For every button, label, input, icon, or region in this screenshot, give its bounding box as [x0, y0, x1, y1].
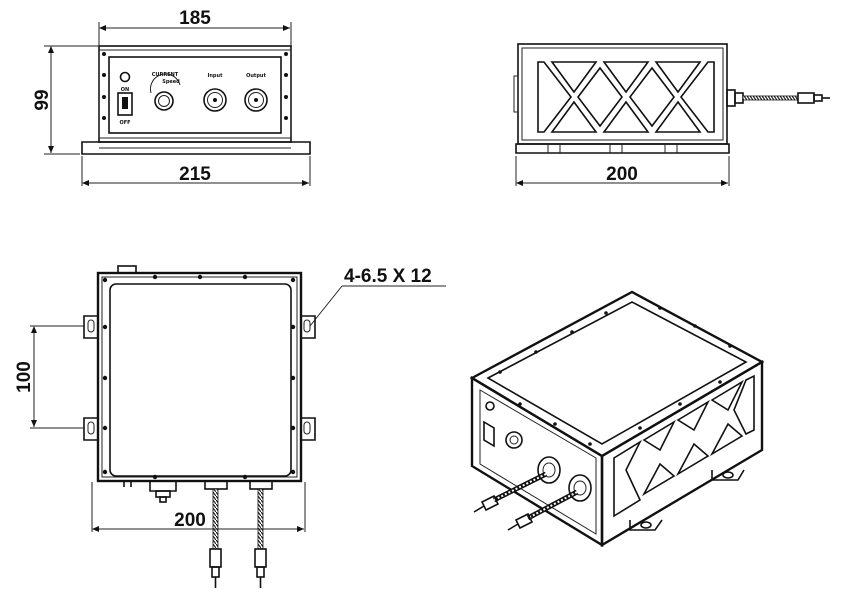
- output-label: Output: [246, 73, 266, 79]
- input-connector: [203, 88, 227, 112]
- dim-front-width: 185: [179, 8, 211, 29]
- indicator-led: [119, 71, 131, 83]
- dim-front-height: 99: [32, 89, 53, 110]
- top-view: 100 200 4-6.5 X 12: [14, 265, 446, 588]
- output-connector: [244, 88, 268, 112]
- switch-off-label: OFF: [119, 120, 130, 126]
- knob-label: CURRENT: [152, 72, 179, 78]
- power-switch: [117, 92, 133, 116]
- mounting-hole-callout: 4-6.5 X 12: [344, 266, 432, 287]
- dim-front-base-width: 215: [179, 164, 211, 185]
- dim-side-width: 200: [606, 164, 638, 185]
- knob-sub-label: Speed: [162, 79, 180, 85]
- dim-top-width: 200: [174, 510, 206, 531]
- switch-on-label: ON: [121, 87, 129, 93]
- dim-hole-spacing: 100: [14, 361, 35, 393]
- side-view: 200: [513, 43, 830, 186]
- front-view: 185 99 ON OFF CURRENT Speed Input: [32, 8, 311, 186]
- knob: [154, 91, 174, 111]
- isometric-view: [469, 290, 765, 548]
- input-label: Input: [208, 73, 224, 79]
